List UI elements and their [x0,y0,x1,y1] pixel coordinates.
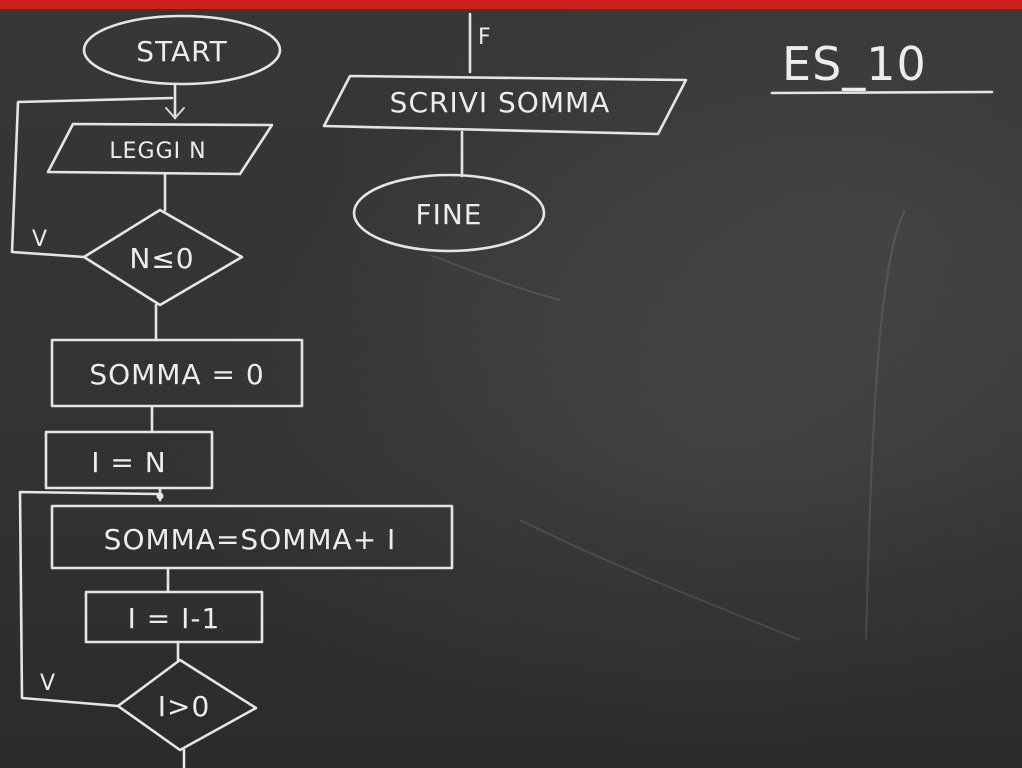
title-block: ES_10 [770,37,994,95]
i-init-label: I = N [91,446,166,479]
read-n-label: LEGGI N [109,139,206,164]
i-check-false-label: F [478,25,492,50]
board-frame-top [0,0,1022,9]
board-smudges [429,209,906,641]
end-label: FINE [416,198,483,231]
diagram-title: ES_10 [782,37,927,91]
end-terminal [352,173,546,253]
check-i-diamond [116,658,258,752]
i-check-true-label: V [40,671,56,696]
i-decrement-box [84,590,264,644]
start-label: START [136,35,227,68]
n-check-true-label: V [32,227,48,252]
edge-check-i-true-loop [18,490,160,708]
write-sum-parallelogram [322,74,688,136]
sum-init-box [50,338,304,408]
sum-update-box [50,504,454,570]
read-n-parallelogram [46,122,274,176]
write-sum-label: SCRIVI SOMMA [390,86,611,119]
i-decrement-label: I = I-1 [128,602,221,635]
title-underline [770,90,994,95]
i-init-box [44,430,214,490]
check-n-diamond [82,208,244,307]
sum-init-label: SOMMA = 0 [89,358,264,391]
check-i-label: I>0 [158,690,211,723]
check-n-label: N≤0 [129,242,194,275]
edge-arrowhead-read [165,107,185,120]
edge-check-n-true-loop [10,96,174,259]
sum-update-label: SOMMA=SOMMA+ I [104,523,397,556]
start-terminal [82,14,282,86]
